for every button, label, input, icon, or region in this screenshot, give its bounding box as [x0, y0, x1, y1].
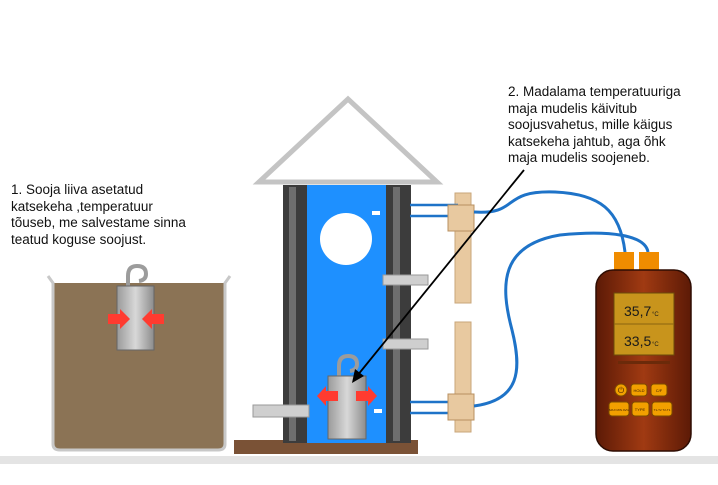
- unit-top: °C: [652, 312, 659, 318]
- probe-upper: [410, 192, 475, 304]
- t1-t2-button[interactable]: [651, 401, 673, 417]
- probe-wire-upper: [473, 190, 627, 253]
- power-button[interactable]: [614, 383, 628, 397]
- beaker-glass: [46, 275, 232, 452]
- connector-right: [639, 252, 659, 274]
- test-body-house: [327, 353, 367, 440]
- test-body-sand: [116, 263, 155, 351]
- reading-bottom: 33,5: [624, 333, 651, 349]
- sensor-top: [372, 211, 380, 215]
- shelf-left: [252, 404, 310, 418]
- connector-left: [614, 252, 634, 274]
- house-base: [234, 440, 418, 454]
- caption-step-1: 1. Sooja liiva asetatud katsekeha ,tempe…: [11, 182, 186, 247]
- floor-line: [0, 456, 718, 464]
- house-model: [234, 95, 444, 454]
- heat-arrow-in-right: [142, 309, 164, 329]
- caption-step-2: 2. Madalama temperatuuriga maja mudelis …: [508, 84, 681, 165]
- heat-arrow-out-right: [356, 386, 377, 406]
- power-icon: ⏻: [618, 386, 625, 395]
- unit-bottom: °C: [652, 342, 659, 348]
- probe-lower: [410, 321, 475, 433]
- t1-t2-label: T1-T2 T2-T1: [654, 408, 671, 412]
- beaker: [46, 263, 232, 452]
- house-roof: [252, 95, 444, 185]
- sensor-bottom: [374, 409, 382, 413]
- cf-button[interactable]: [650, 383, 668, 397]
- pointer-arrowhead: [352, 369, 364, 383]
- shelf-right-upper: [382, 274, 429, 286]
- house-window: [320, 213, 372, 265]
- type-label: TYPE: [635, 407, 646, 412]
- hold-label: HOLD: [633, 388, 644, 393]
- type-button[interactable]: [631, 401, 650, 417]
- shelf-right-lower: [382, 338, 429, 350]
- max-min-avg-label: MAX MIN AVG: [609, 408, 629, 412]
- hold-button[interactable]: [630, 383, 648, 397]
- cf-label: C/F: [656, 388, 663, 393]
- reading-top: 35,7: [624, 303, 651, 319]
- pointer-line: [356, 169, 525, 377]
- thermometer-buttons: ⏻ HOLD C/F MAX MIN AVG TYPE T1-T2 T2-T1: [608, 383, 673, 417]
- max-min-avg-button[interactable]: [608, 401, 630, 417]
- probe-wire-lower: [473, 231, 650, 408]
- heat-arrow-in-left: [108, 309, 130, 329]
- thermometer: 35,7 °C 33,5 °C ⏻ HOLD C/F MAX MIN AVG T…: [595, 252, 692, 452]
- heat-arrow-out-left: [317, 386, 338, 406]
